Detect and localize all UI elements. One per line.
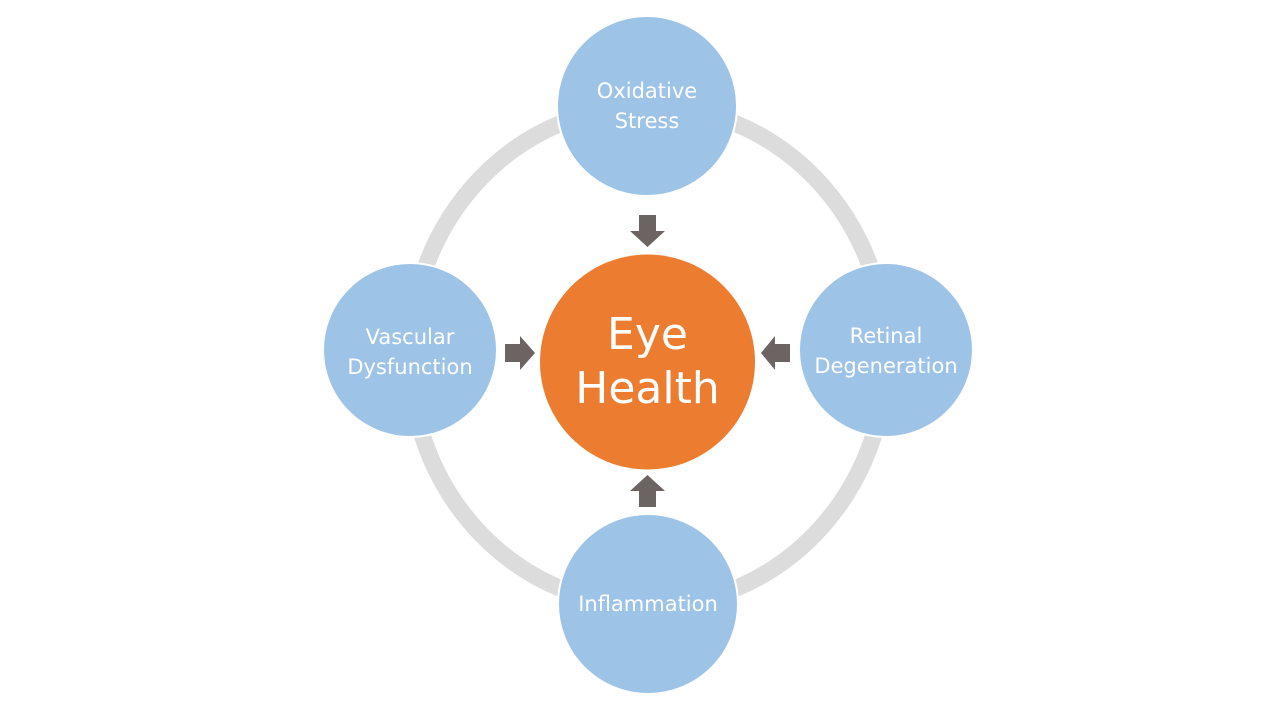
node-retinal-degeneration: Retinal Degeneration	[801, 271, 971, 431]
arrow-right-icon	[505, 336, 535, 370]
center-label-line2: Health	[575, 362, 720, 414]
center-eye-health: Eye Health	[540, 254, 755, 469]
node-circle-right	[798, 262, 974, 438]
node-label-line2: Degeneration	[814, 354, 958, 378]
node-label-line1: Inflammation	[578, 592, 718, 616]
arrow-up-icon	[630, 475, 665, 507]
node-vascular-dysfunction: Vascular Dysfunction	[330, 272, 490, 432]
arrow-down-icon	[630, 215, 665, 247]
arrow-left-icon	[761, 336, 790, 370]
node-circle-left	[322, 262, 498, 438]
node-label-line1: Oxidative	[596, 79, 698, 103]
node-label-line2: Dysfunction	[347, 355, 473, 379]
node-label-line1: Retinal	[849, 324, 923, 348]
center-label-line1: Eye	[607, 308, 688, 360]
node-label-line2: Stress	[614, 109, 680, 133]
node-label-line1: Vascular	[365, 325, 455, 349]
center-circle	[540, 254, 755, 470]
node-inflammation: Inflammation	[558, 524, 738, 684]
node-oxidative-stress: Oxidative Stress	[567, 26, 727, 186]
node-circle-bottom	[557, 513, 739, 695]
node-circle-top	[556, 15, 738, 197]
